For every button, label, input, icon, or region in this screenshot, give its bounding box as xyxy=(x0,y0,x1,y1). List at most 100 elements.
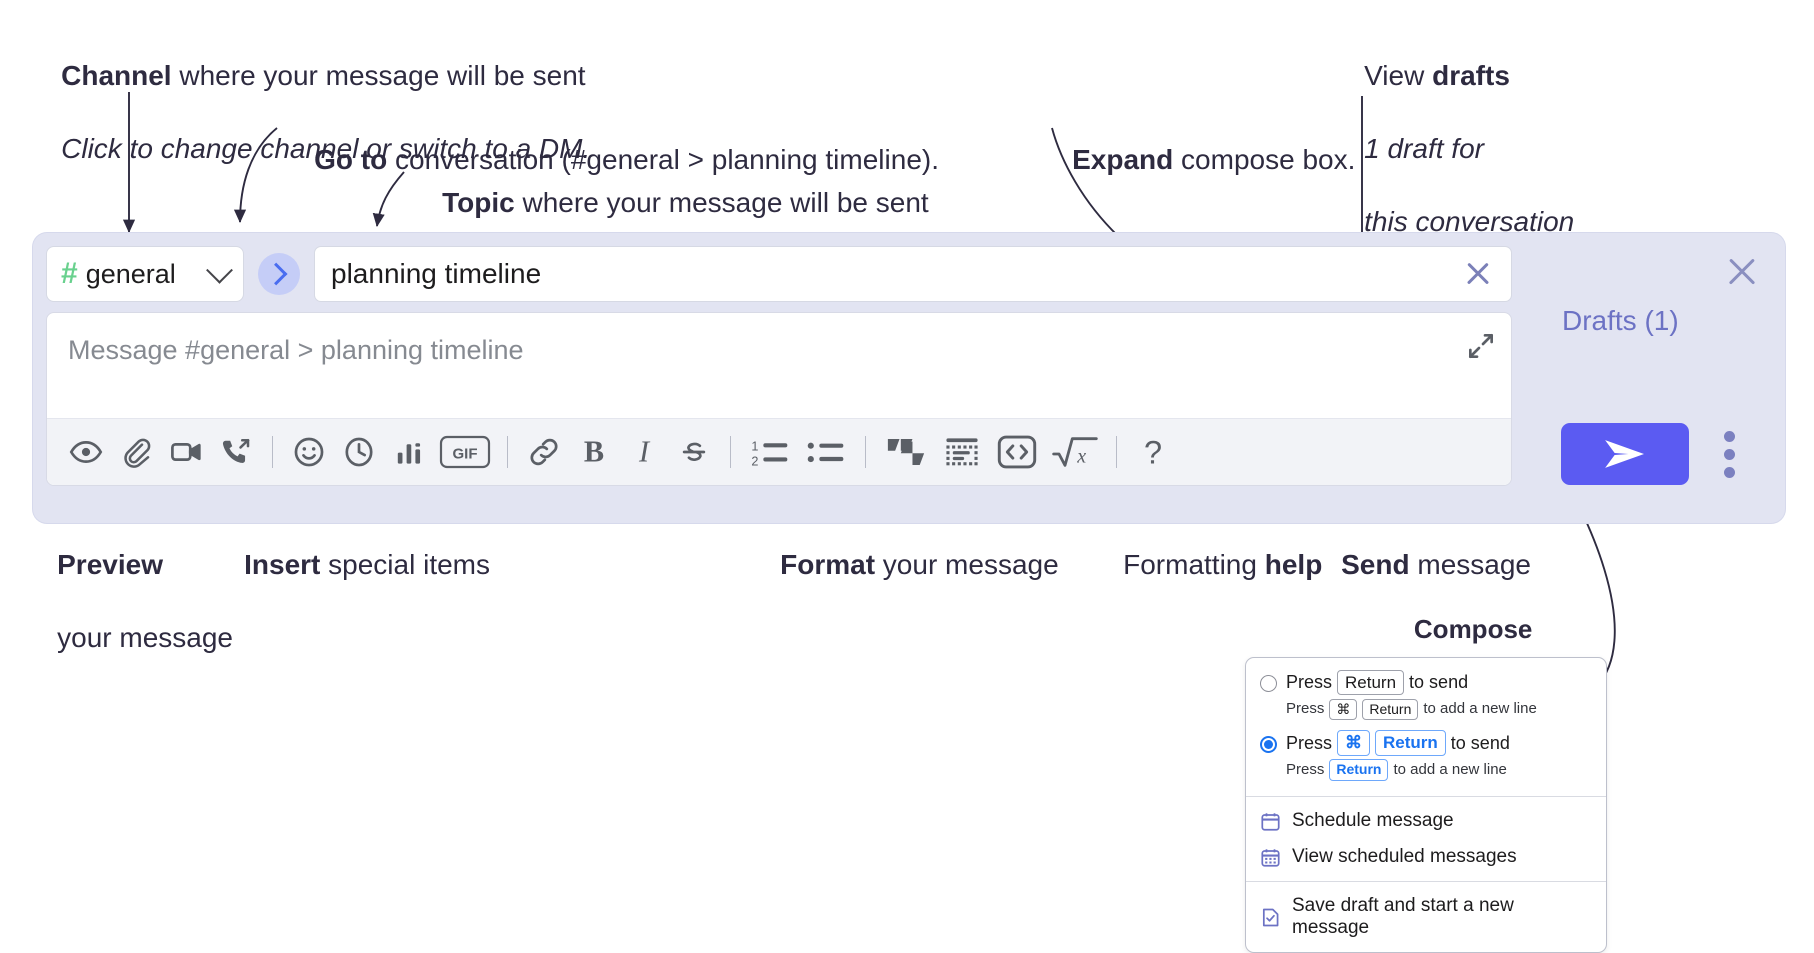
menu-divider xyxy=(1246,796,1606,797)
menu-divider xyxy=(1246,881,1606,882)
svg-text:2: 2 xyxy=(751,454,758,468)
calendar-grid-icon xyxy=(1260,847,1281,868)
annotation-channel-rest: where your message will be sent xyxy=(171,60,586,92)
annotation-insert-bold: Insert xyxy=(244,549,321,581)
option-sub-line: Press ⌘ Return to add a new line xyxy=(1286,698,1592,721)
math-icon[interactable]: x xyxy=(1045,429,1105,475)
option-sub-prefix: Press xyxy=(1286,700,1325,717)
bulleted-list-icon[interactable] xyxy=(798,429,854,475)
italic-icon[interactable]: I xyxy=(619,429,669,475)
radio-selected[interactable] xyxy=(1260,735,1277,753)
ordered-list-icon[interactable]: 1 2 xyxy=(742,429,798,475)
annotation-goto-rest: conversation (#general > planning timeli… xyxy=(387,144,939,176)
link-icon[interactable] xyxy=(519,429,569,475)
annotation-topic: Topic where your message will be sent xyxy=(411,149,929,258)
annotation-format: Format your message xyxy=(749,511,1059,620)
annotation-help-prefix: Formatting xyxy=(1123,549,1265,581)
annotation-topic-rest: where your message will be sent xyxy=(514,187,929,219)
annotation-preview: Preview your message xyxy=(26,511,233,693)
menu-item-schedule-message[interactable]: Schedule message xyxy=(1246,803,1606,839)
annotation-format-rest: your message xyxy=(875,549,1059,581)
inline-code-icon[interactable] xyxy=(989,429,1045,475)
gif-icon[interactable]: GIF xyxy=(434,429,496,475)
kebab-dot xyxy=(1723,448,1735,460)
italic-label: I xyxy=(638,435,651,469)
annotation-preview-line2: your message xyxy=(57,622,233,654)
preview-icon[interactable] xyxy=(61,429,111,475)
toolbar-divider xyxy=(272,436,273,468)
annotation-drafts: View drafts 1 draft for this conversatio… xyxy=(1333,22,1574,277)
topic-value: planning timeline xyxy=(331,258,542,289)
compose-header-row: # general planning timeline xyxy=(46,245,1512,303)
svg-text:x: x xyxy=(1076,446,1086,468)
option-body: Press Return to send Press ⌘ Return to a… xyxy=(1286,669,1592,730)
close-compose-icon[interactable] xyxy=(1723,253,1761,291)
annotation-drafts-prefix: View xyxy=(1364,60,1433,92)
poll-icon[interactable] xyxy=(384,429,434,475)
menu-item-save-draft[interactable]: Save draft and start a new message xyxy=(1246,888,1606,946)
annotation-help: Formatting help xyxy=(1092,511,1322,620)
channel-selector[interactable]: # general xyxy=(46,246,244,302)
annotation-format-bold: Format xyxy=(780,549,876,581)
key-return: Return xyxy=(1375,730,1446,756)
message-placeholder: Message #general > planning timeline xyxy=(68,335,524,365)
option-main-line: Press ⌘ Return to send xyxy=(1286,730,1592,757)
drafts-send-column: Drafts (1) xyxy=(1530,233,1785,523)
emoji-icon[interactable] xyxy=(284,429,334,475)
help-icon[interactable]: ? xyxy=(1128,429,1178,475)
bold-icon[interactable]: B xyxy=(569,429,619,475)
annotation-preview-bold: Preview xyxy=(57,549,163,581)
annotation-insert-rest: special items xyxy=(320,549,490,581)
help-label: ? xyxy=(1144,434,1162,470)
radio-unselected[interactable] xyxy=(1260,675,1277,692)
toolbar-divider xyxy=(507,436,508,468)
topic-input[interactable]: planning timeline xyxy=(314,246,1512,302)
compose-panel: # general planning timeline Message #gen… xyxy=(33,233,1785,523)
annotation-goto-bold: Go to xyxy=(314,144,388,176)
option-main-line: Press Return to send xyxy=(1286,669,1592,696)
formatting-toolbar: GIF B xyxy=(47,418,1511,485)
save-draft-icon xyxy=(1260,907,1281,928)
annotation-send-bold: Send xyxy=(1341,549,1410,581)
channel-name: general xyxy=(85,258,176,289)
annotation-send-rest: message xyxy=(1409,549,1531,581)
annotation-drafts-bold: drafts xyxy=(1432,60,1510,92)
annotation-topic-bold: Topic xyxy=(442,187,515,219)
toolbar-divider xyxy=(730,436,731,468)
toolbar-divider xyxy=(1116,436,1117,468)
toolbar-divider xyxy=(865,436,866,468)
attachment-icon[interactable] xyxy=(111,429,161,475)
compose-main-column: # general planning timeline Message #gen… xyxy=(46,245,1512,486)
option-sub-suffix: to add a new line xyxy=(1423,700,1537,717)
annotation-help-bold: help xyxy=(1264,549,1323,581)
compose-options-menu: Press Return to send Press ⌘ Return to a… xyxy=(1245,657,1607,953)
chevron-down-icon xyxy=(206,256,233,284)
annotation-drafts-line3: this conversation xyxy=(1364,205,1575,237)
message-input-box[interactable]: Message #general > planning timeline xyxy=(46,312,1512,486)
menu-item-view-scheduled-messages[interactable]: View scheduled messages xyxy=(1246,839,1606,875)
send-option-return[interactable]: Press Return to send Press ⌘ Return to a… xyxy=(1246,669,1606,730)
drafts-link[interactable]: Drafts (1) xyxy=(1562,305,1679,336)
clear-topic-icon[interactable] xyxy=(1461,257,1495,291)
annotation-send: Send message xyxy=(1310,511,1531,620)
send-option-cmd-return[interactable]: Press ⌘ Return to send Press Return to a… xyxy=(1246,730,1606,791)
video-icon[interactable] xyxy=(161,429,211,475)
annotation-expand-bold: Expand xyxy=(1072,144,1174,176)
strikethrough-icon[interactable] xyxy=(669,429,719,475)
code-block-icon[interactable] xyxy=(935,429,989,475)
annotation-insert: Insert special items xyxy=(213,511,490,620)
send-button[interactable] xyxy=(1561,423,1689,485)
key-return: Return xyxy=(1329,759,1389,781)
key-command: ⌘ xyxy=(1337,730,1371,756)
clock-icon[interactable] xyxy=(334,429,384,475)
kebab-dot xyxy=(1723,466,1735,478)
expand-compose-icon[interactable] xyxy=(1465,330,1497,362)
annotation-channel-bold: Channel xyxy=(61,60,172,92)
blockquote-icon[interactable] xyxy=(877,429,935,475)
call-icon[interactable] xyxy=(211,429,261,475)
goto-conversation-button[interactable] xyxy=(258,253,300,295)
kebab-dot xyxy=(1723,430,1735,442)
compose-options-button[interactable] xyxy=(1716,429,1742,479)
annotation-drafts-line2: 1 draft for xyxy=(1364,133,1484,165)
